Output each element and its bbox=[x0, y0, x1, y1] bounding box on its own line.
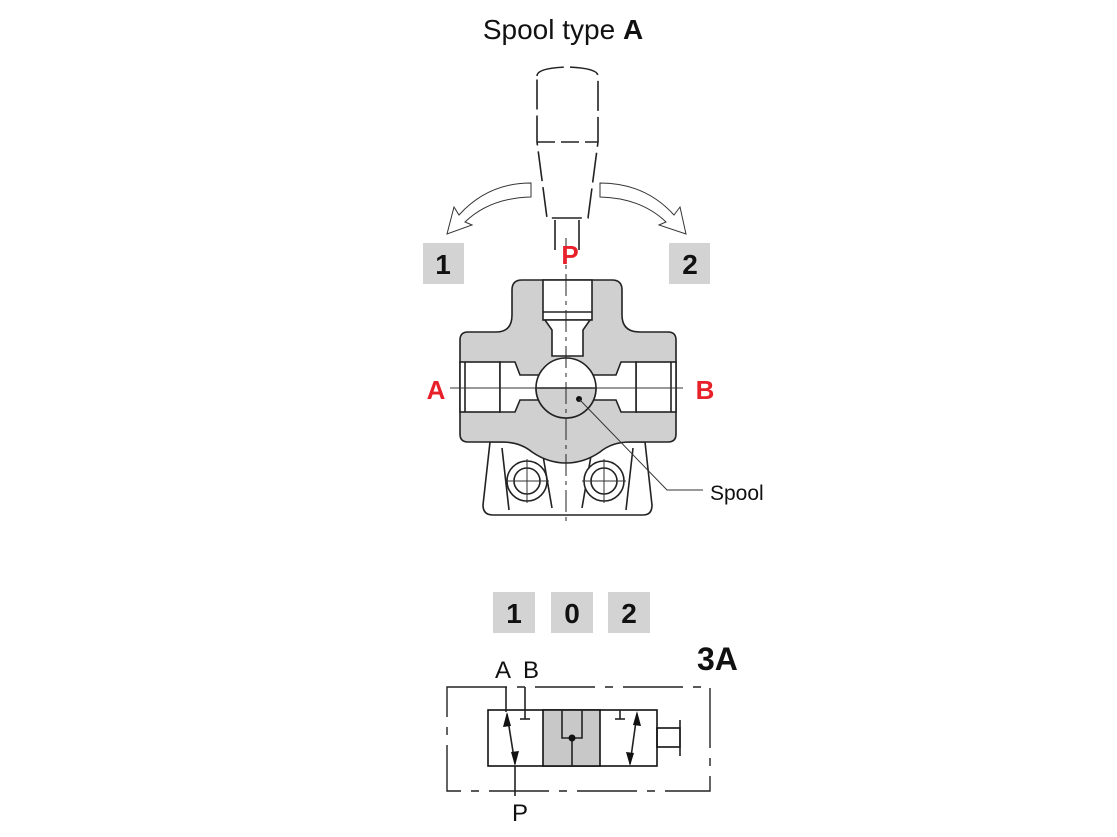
arrow-left-icon bbox=[446, 182, 532, 235]
port-label-a: A bbox=[427, 375, 446, 405]
symbol-code: 3A bbox=[697, 641, 738, 677]
symbol-position-label-0: 0 bbox=[564, 598, 580, 629]
symbol-position-label-2: 2 bbox=[621, 598, 637, 629]
symbol-port-b: B bbox=[523, 657, 539, 684]
symbol-position-box-0 bbox=[551, 592, 593, 633]
symbol-position-box-2 bbox=[608, 592, 650, 633]
symbol-port-a: A bbox=[495, 657, 511, 684]
symbol-position-label-1: 1 bbox=[506, 598, 522, 629]
diagram-title: Spool type A bbox=[483, 14, 643, 45]
arrow-right-icon bbox=[599, 182, 687, 235]
port-label-b: B bbox=[696, 375, 715, 405]
port-label-p: P bbox=[561, 240, 578, 270]
lever-handle bbox=[536, 66, 599, 250]
position-label-2: 2 bbox=[682, 249, 698, 280]
spool-leader-line bbox=[578, 398, 703, 491]
symbol-position-box-1 bbox=[493, 592, 535, 633]
position-box-1 bbox=[423, 243, 464, 284]
hydraulic-symbol bbox=[446, 686, 711, 796]
position-label-1: 1 bbox=[435, 249, 451, 280]
symbol-port-p: P bbox=[512, 800, 528, 827]
position-box-2 bbox=[669, 243, 710, 284]
valve-body bbox=[450, 238, 683, 522]
spool-callout: Spool bbox=[710, 482, 764, 505]
